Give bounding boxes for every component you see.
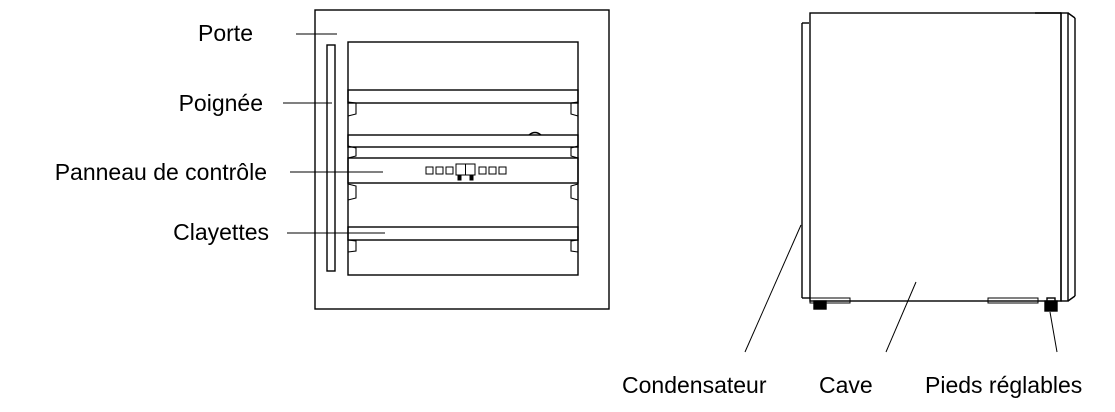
door-edge — [1060, 12, 1069, 302]
condenser-label: Condensateur — [622, 372, 767, 398]
button-icon — [445, 166, 454, 175]
button-icon — [478, 166, 487, 175]
adjustable-feet-label: Pieds réglables — [925, 372, 1083, 398]
side-leader-lines — [744, 224, 1058, 353]
shelf — [347, 134, 579, 148]
button-icon — [425, 166, 434, 175]
base-plate — [987, 297, 1039, 304]
adjustable-foot — [1044, 300, 1058, 312]
light-icon — [528, 131, 542, 136]
adjustable-foot-stem — [1046, 297, 1056, 303]
leader-line — [744, 224, 802, 353]
door-trim — [1067, 12, 1076, 19]
leader-line — [1049, 311, 1058, 353]
shelf — [347, 89, 579, 104]
control-panel-label: Panneau de contrôle — [54, 159, 267, 185]
door-frame — [314, 9, 610, 310]
display-foot — [457, 174, 462, 181]
shelf-rails-right — [570, 101, 579, 253]
front-leader-lines — [283, 33, 385, 234]
leader-line — [885, 281, 917, 353]
button-icon — [498, 166, 507, 175]
shelves — [347, 89, 579, 241]
cabinet-label: Cave — [819, 372, 873, 398]
shelf-rails-left — [347, 101, 357, 253]
button-icon — [435, 166, 444, 175]
button-icon — [488, 166, 497, 175]
display-foot — [469, 174, 474, 181]
front-view — [283, 9, 610, 310]
door-label: Porte — [198, 20, 253, 46]
base-plate — [809, 297, 851, 304]
shelves-label: Clayettes — [173, 219, 269, 245]
door-handle — [326, 44, 336, 272]
side-view — [744, 12, 1076, 353]
front-foot — [813, 300, 827, 310]
control-buttons — [425, 163, 507, 181]
cabinet-body — [809, 12, 1062, 302]
control-panel — [347, 157, 579, 184]
door-trim — [1067, 295, 1076, 302]
handle-label: Poignée — [178, 90, 263, 116]
